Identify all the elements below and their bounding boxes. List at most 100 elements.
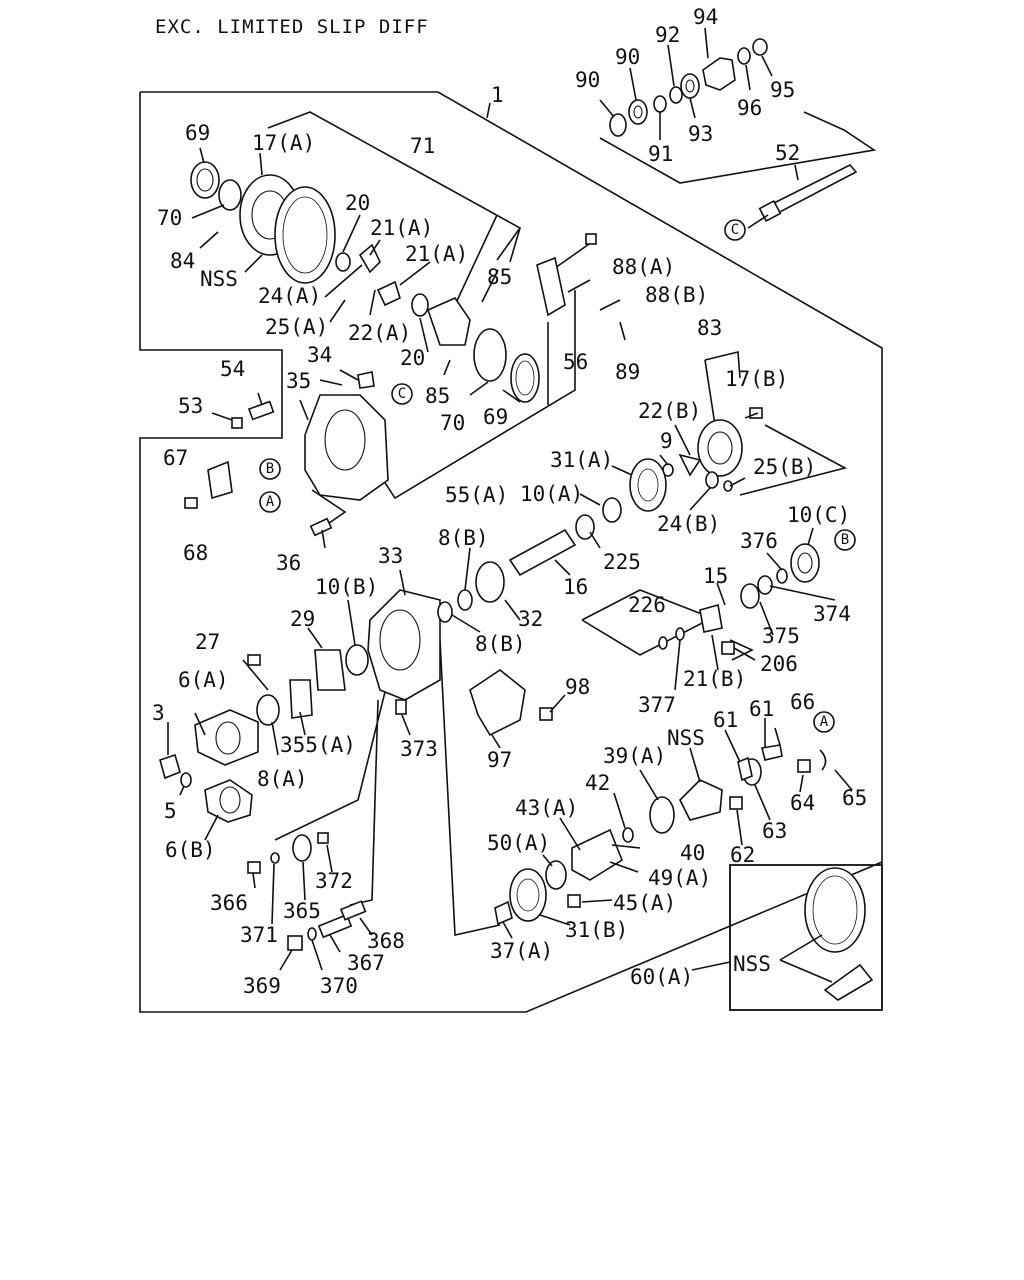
callout-24b: 24(B) — [657, 512, 720, 536]
callout-9: 9 — [660, 429, 673, 453]
bracket-83 — [704, 351, 741, 379]
callout-97: 97 — [487, 748, 512, 772]
carrier-housing-55a — [304, 371, 389, 501]
callout-71: 71 — [410, 134, 435, 158]
shift-fork-97 — [469, 669, 553, 737]
callout-225: 225 — [603, 550, 641, 574]
pin-36 — [309, 517, 333, 537]
callout-96: 96 — [737, 96, 762, 120]
callout-90-b: 90 — [615, 45, 640, 69]
callout-nss-ring: NSS — [200, 267, 238, 291]
bracket-67 — [184, 460, 233, 509]
callout-31b: 31(B) — [565, 918, 628, 942]
callout-62: 62 — [730, 843, 755, 867]
callout-3: 3 — [152, 701, 165, 725]
callout-43a: 43(A) — [515, 796, 578, 820]
callout-85-b: 85 — [425, 384, 450, 408]
callout-27: 27 — [195, 630, 220, 654]
callout-17a: 17(A) — [252, 131, 315, 155]
callout-33: 33 — [378, 544, 403, 568]
callout-373: 373 — [400, 737, 438, 761]
callout-377: 377 — [638, 693, 676, 717]
callout-8b-1: 8(B) — [438, 526, 489, 550]
callout-368: 368 — [367, 929, 405, 953]
callout-49a: 49(A) — [648, 866, 711, 890]
callout-61-b: 61 — [749, 697, 774, 721]
callout-42: 42 — [585, 771, 610, 795]
callout-nss-pinion: NSS — [667, 726, 705, 750]
callout-92: 92 — [655, 23, 680, 47]
callout-36: 36 — [276, 551, 301, 575]
assembly-boundary — [139, 91, 883, 1013]
transfer-housing-33 — [247, 561, 505, 726]
callout-60a: 60(A) — [630, 965, 693, 989]
callout-374: 374 — [813, 602, 851, 626]
callout-21a-2: 21(A) — [405, 242, 468, 266]
callout-69-a: 69 — [185, 121, 210, 145]
pinion-group — [494, 744, 827, 926]
callout-50a: 50(A) — [487, 831, 550, 855]
callout-10c: 10(C) — [787, 503, 850, 527]
callout-94: 94 — [693, 5, 718, 29]
side-gear-group — [602, 407, 763, 523]
callout-88a: 88(A) — [612, 255, 675, 279]
callout-372: 372 — [315, 869, 353, 893]
callout-40: 40 — [680, 841, 705, 865]
callout-5: 5 — [164, 799, 177, 823]
bracket-375 — [729, 639, 754, 661]
callout-226: 226 — [628, 593, 666, 617]
callout-61-a: 61 — [713, 708, 738, 732]
diagram-title: EXC. LIMITED SLIP DIFF — [155, 16, 429, 38]
ref-b-carrier: B — [266, 461, 274, 477]
callout-95: 95 — [770, 78, 795, 102]
callout-1: 1 — [491, 83, 504, 107]
callout-91: 91 — [648, 142, 673, 166]
callout-355a: 355(A) — [280, 733, 356, 757]
input-shaft-16 — [508, 514, 595, 577]
ring-pinion-set — [804, 867, 874, 1001]
callout-89: 89 — [615, 360, 640, 384]
callout-37a: 37(A) — [490, 939, 553, 963]
differential-case-group — [190, 161, 540, 403]
callout-34: 34 — [307, 343, 332, 367]
callout-367: 367 — [347, 951, 385, 975]
callout-365: 365 — [283, 899, 321, 923]
ref-c-carrier: C — [398, 386, 406, 402]
callout-67: 67 — [163, 446, 188, 470]
callout-22a: 22(A) — [348, 321, 411, 345]
callout-nss-inset: NSS — [733, 952, 771, 976]
callout-21b: 21(B) — [683, 667, 746, 691]
callout-84: 84 — [170, 249, 195, 273]
callout-371: 371 — [240, 923, 278, 947]
callout-69-b: 69 — [483, 405, 508, 429]
output-bearing-group — [658, 543, 820, 655]
callout-10b: 10(B) — [315, 575, 378, 599]
callout-68: 68 — [183, 541, 208, 565]
callout-85-a: 85 — [487, 265, 512, 289]
callout-39a: 39(A) — [603, 744, 666, 768]
callout-32: 32 — [518, 607, 543, 631]
bearing-cap-bolt-56 — [536, 233, 597, 317]
callout-15: 15 — [703, 564, 728, 588]
circled-refs: C C B B A A — [259, 219, 856, 733]
callout-22b: 22(B) — [638, 399, 701, 423]
callout-45a: 45(A) — [613, 891, 676, 915]
callout-88b: 88(B) — [645, 283, 708, 307]
leader-97-group — [439, 639, 501, 936]
callout-366: 366 — [210, 891, 248, 915]
ref-b-bearing: B — [841, 532, 849, 548]
callout-20-a: 20 — [345, 191, 370, 215]
callout-66: 66 — [790, 690, 815, 714]
part-callouts: 1 94 92 90 90 95 96 93 91 52 69 17(A) 71… — [152, 5, 867, 998]
callout-375: 375 — [762, 624, 800, 648]
callout-16: 16 — [563, 575, 588, 599]
callout-54: 54 — [220, 357, 245, 381]
callout-63: 63 — [762, 819, 787, 843]
callout-10a: 10(A) — [520, 482, 583, 506]
callout-206: 206 — [760, 652, 798, 676]
leader-27 — [242, 659, 269, 691]
flange-group-bracket — [599, 111, 877, 184]
callout-64: 64 — [790, 791, 815, 815]
callout-8b-2: 8(B) — [475, 632, 526, 656]
